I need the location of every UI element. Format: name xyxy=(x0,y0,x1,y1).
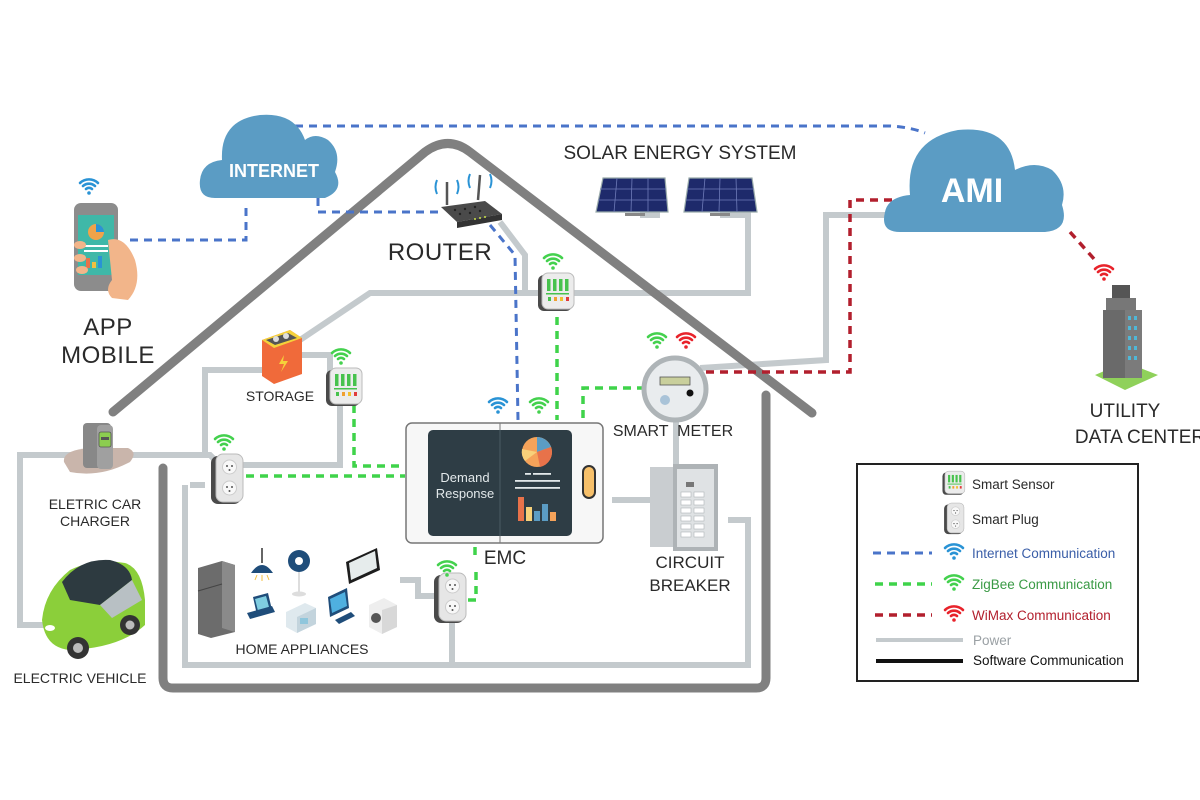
wimax-links xyxy=(706,198,1097,374)
utility-label-line1: UTILITY xyxy=(1090,401,1161,422)
circuit-breaker-label-line1: CIRCUIT xyxy=(656,553,725,572)
smart-plug-icon xyxy=(943,502,965,535)
ami-cloud-label: AMI xyxy=(941,172,1003,210)
smart-sensor-icon xyxy=(942,470,966,496)
internet-links xyxy=(130,124,926,421)
washing-machine-icon xyxy=(369,598,397,634)
lamp-icon xyxy=(251,548,273,581)
zigbee-links xyxy=(246,317,645,602)
app-label-line1: APP xyxy=(83,314,133,341)
signal-icon xyxy=(467,173,493,189)
computer-icon xyxy=(328,588,355,624)
wifi-icon xyxy=(213,434,235,453)
smart-meter-label: SMART METER xyxy=(613,423,733,440)
smart-plug-charger xyxy=(210,453,244,505)
legend-internet: Internet Communication xyxy=(972,546,1115,561)
wifi-icon xyxy=(542,253,564,272)
home-appliances-label: HOME APPLIANCES xyxy=(235,641,368,657)
legend-wimax: WiMax Communication xyxy=(972,608,1111,623)
legend-smart-plug: Smart Plug xyxy=(972,512,1039,527)
electric-vehicle-label: ELECTRIC VEHICLE xyxy=(13,670,146,686)
wifi-icon xyxy=(330,348,352,367)
internet-cloud-label: INTERNET xyxy=(229,161,319,181)
app-label-line2: MOBILE xyxy=(61,342,155,369)
wifi-icon xyxy=(675,332,697,351)
smart-plug-appliances xyxy=(433,572,467,624)
fan-icon xyxy=(288,550,310,597)
legend-power: Power xyxy=(973,633,1012,648)
emc-screen-line1: Demand xyxy=(440,470,489,485)
home-appliances: HOME APPLIANCES xyxy=(197,548,397,657)
mobile-app: APP MOBILE xyxy=(61,178,155,369)
internet-cloud: INTERNET xyxy=(199,114,339,198)
emc-device: Demand Response EMC xyxy=(405,397,604,569)
wifi-icon xyxy=(487,397,509,416)
smart-sensor-solar xyxy=(537,272,575,312)
circuit-breaker: CIRCUIT BREAKER xyxy=(649,464,731,595)
electric-vehicle: ELECTRIC VEHICLE xyxy=(13,559,147,686)
refrigerator-icon xyxy=(197,561,235,638)
bar-chart-icon xyxy=(518,497,556,521)
ami-cloud: AMI xyxy=(884,129,1064,232)
tv-icon xyxy=(346,548,380,584)
smart-meter: SMART METER xyxy=(613,332,733,440)
charger-label-line1: ELETRIC CAR xyxy=(49,496,142,512)
wifi-icon xyxy=(646,332,668,351)
storage-battery: STORAGE xyxy=(246,330,314,404)
laptop-icon xyxy=(247,593,275,619)
legend-smart-sensor: Smart Sensor xyxy=(972,477,1055,492)
house-walls xyxy=(158,390,771,693)
solar-panel-1 xyxy=(595,177,669,213)
smart-sensor-storage xyxy=(325,367,363,407)
legend-zigbee: ZigBee Communication xyxy=(972,577,1112,592)
house-outline xyxy=(108,139,817,418)
utility-data-center: UTILITY DATA CENTER xyxy=(1075,264,1200,448)
pie-chart-icon xyxy=(521,437,552,467)
solar-panel-2 xyxy=(683,177,758,213)
emc-label: EMC xyxy=(484,548,526,569)
solar-energy-system: SOLAR ENERGY SYSTEM xyxy=(564,143,797,216)
legend: Smart Sensor Smart Plug Internet Communi… xyxy=(856,463,1139,682)
wifi-icon xyxy=(78,178,100,197)
signal-icon xyxy=(434,179,460,195)
utility-label-line2: DATA CENTER xyxy=(1075,427,1200,448)
wifi-icon xyxy=(528,397,550,416)
electric-car-charger: ELETRIC CAR CHARGER xyxy=(49,423,142,529)
charger-label-line2: CHARGER xyxy=(60,513,130,529)
emc-button xyxy=(582,465,596,499)
emc-screen-line2: Response xyxy=(436,486,495,501)
circuit-breaker-label-line2: BREAKER xyxy=(649,576,730,595)
microwave-icon xyxy=(286,603,316,633)
solar-label: SOLAR ENERGY SYSTEM xyxy=(564,143,797,164)
storage-label: STORAGE xyxy=(246,388,314,404)
wifi-icon xyxy=(1093,264,1115,283)
lightning-icon xyxy=(279,355,288,372)
router-label: ROUTER xyxy=(388,239,492,266)
legend-software: Software Communication xyxy=(973,653,1124,668)
router: ROUTER xyxy=(388,173,502,266)
